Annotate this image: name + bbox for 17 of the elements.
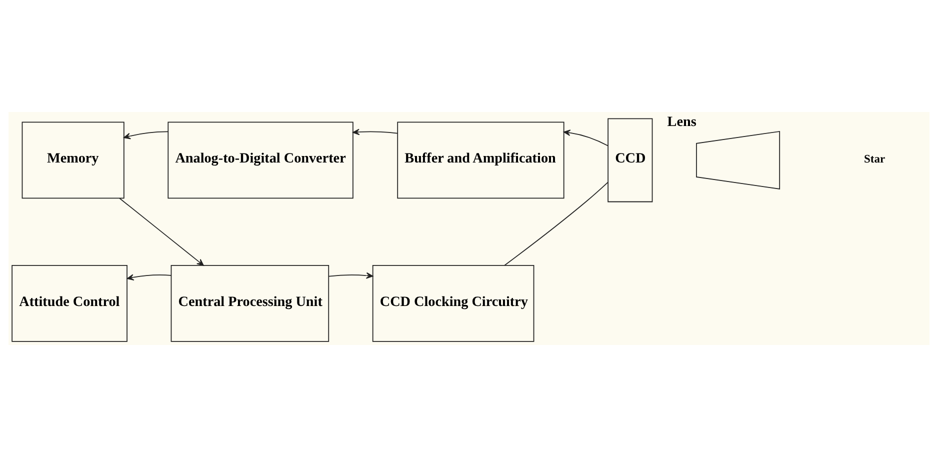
label: Star <box>864 152 886 165</box>
node-box: CCD Clocking Circuitry <box>372 264 534 342</box>
connector <box>504 181 608 266</box>
node-box: Buffer and Amplification <box>397 121 564 198</box>
arrow <box>328 272 374 278</box>
node-trapezoid <box>696 130 780 189</box>
node-box: Attitude Control <box>12 264 128 342</box>
node-box: CCD <box>608 118 653 202</box>
node-box: Analog-to-Digital Converter <box>168 121 354 198</box>
node-label: Lens <box>667 113 696 130</box>
node-box: Memory <box>22 121 124 198</box>
node-box: Central Processing Unit <box>170 264 330 342</box>
arrow <box>119 197 204 266</box>
arrow <box>352 128 398 135</box>
arrow <box>126 274 172 280</box>
arrow <box>563 129 608 146</box>
arrow <box>124 130 168 139</box>
